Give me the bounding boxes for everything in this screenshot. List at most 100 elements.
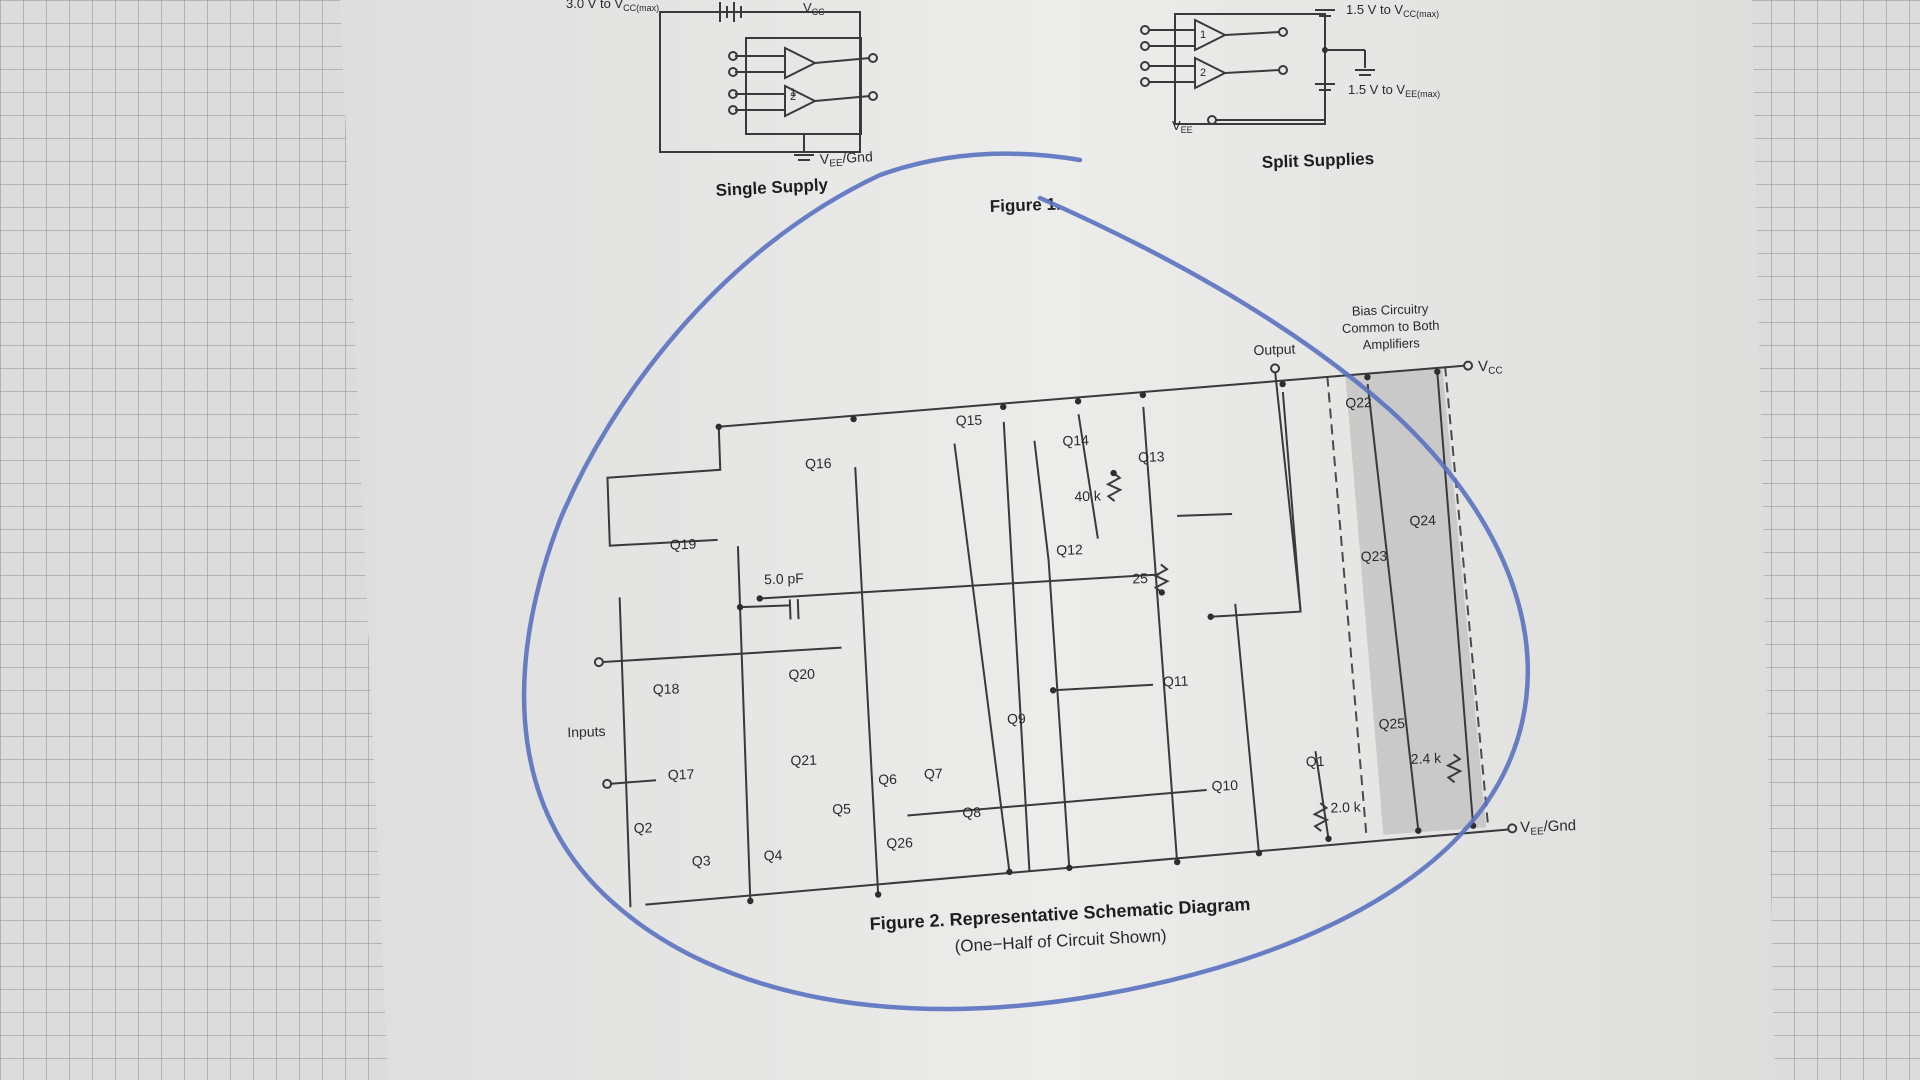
label-q25: Q25 bbox=[1378, 715, 1405, 732]
junction-dot bbox=[1110, 469, 1117, 477]
resistor-2-4k bbox=[1445, 753, 1463, 784]
fig2-vee-label-suffix: /Gnd bbox=[1543, 817, 1576, 835]
inputs-label: Inputs bbox=[567, 723, 606, 740]
figure1-single-supply: 3.0 V to VCC(max) VCC 1 2 VEE/Gnd Single… bbox=[566, 0, 878, 200]
hand-drawn-circle bbox=[521, 151, 1531, 1012]
junction-dot bbox=[1255, 850, 1263, 857]
label-q22: Q22 bbox=[1345, 394, 1372, 411]
label-q17: Q17 bbox=[668, 766, 695, 783]
vee-terminal bbox=[1507, 823, 1518, 834]
junction-dot bbox=[1158, 589, 1165, 596]
bias-label-line1: Bias Circuitry bbox=[1352, 301, 1430, 319]
svg-text:1.5 V to VEE(max): 1.5 V to VEE(max) bbox=[1348, 82, 1440, 99]
resistor-25 bbox=[1152, 563, 1170, 594]
cap-5pf-label: 5.0 pF bbox=[764, 570, 804, 587]
bias-dash-right bbox=[1444, 366, 1490, 828]
label-q24: Q24 bbox=[1409, 512, 1436, 529]
label-q11: Q11 bbox=[1163, 673, 1189, 690]
split-vcc-range: 1.5 V to V bbox=[1346, 2, 1403, 17]
res-2-4k-label: 2.4 k bbox=[1410, 750, 1442, 767]
split-supplies-caption: Split Supplies bbox=[1261, 149, 1374, 172]
label-q20: Q20 bbox=[788, 666, 815, 683]
junction-dot bbox=[1279, 380, 1286, 388]
junction-dot bbox=[850, 415, 857, 423]
junction-dot bbox=[1325, 835, 1332, 842]
junction-dot bbox=[1207, 613, 1214, 620]
single-vcc-range-sub: CC(max) bbox=[623, 3, 659, 13]
bias-region bbox=[1345, 366, 1487, 835]
label-q15: Q15 bbox=[955, 412, 982, 429]
split-vcc-range-sub: CC(max) bbox=[1403, 9, 1439, 19]
label-q7: Q7 bbox=[924, 765, 943, 782]
junction-dot bbox=[1174, 858, 1181, 866]
junction-dot bbox=[1000, 403, 1007, 411]
label-q12: Q12 bbox=[1056, 541, 1083, 558]
split-vee-label: V bbox=[1172, 118, 1181, 133]
bias-dash-left bbox=[1326, 376, 1368, 836]
figure1-split-supplies: 1.5 V to VCC(max) 1.5 V to VEE(max) VEE … bbox=[1140, 2, 1440, 172]
junction-dot bbox=[1066, 864, 1073, 872]
figure2-schematic: Q1 Q2 Q3 Q4 Q5 Q6 Q7 Q8 Q9 Q10 Q11 Q12 Q… bbox=[567, 301, 1577, 908]
junction-dot bbox=[1006, 868, 1013, 876]
label-q18: Q18 bbox=[653, 680, 680, 697]
svg-text:3.0 V to VCC(max): 3.0 V to VCC(max) bbox=[566, 0, 659, 13]
label-q14: Q14 bbox=[1062, 432, 1089, 449]
resistor-2k bbox=[1312, 802, 1330, 832]
svg-text:VEE/Gnd: VEE/Gnd bbox=[1520, 817, 1577, 838]
amp-2-symbol bbox=[784, 84, 818, 118]
vcc-rail bbox=[718, 364, 1465, 428]
junction-dot bbox=[1139, 391, 1147, 399]
split-amp-2-symbol bbox=[1194, 56, 1228, 90]
bias-label-line2: Common to Both bbox=[1342, 318, 1440, 336]
label-q10: Q10 bbox=[1211, 777, 1238, 794]
single-vcc-range: 3.0 V to V bbox=[566, 0, 623, 11]
svg-text:VEE/Gnd: VEE/Gnd bbox=[819, 148, 873, 170]
label-q13: Q13 bbox=[1138, 448, 1165, 465]
junction-dot bbox=[874, 891, 882, 898]
output-label: Output bbox=[1253, 341, 1296, 358]
figure1-caption: Figure 1. bbox=[989, 195, 1060, 216]
svg-text:VCC: VCC bbox=[1478, 357, 1503, 377]
split-vee-label-sub: EE bbox=[1181, 125, 1193, 135]
fig2-vcc-label: V bbox=[1478, 358, 1489, 375]
label-q1: Q1 bbox=[1306, 753, 1325, 770]
junction-dot bbox=[756, 595, 763, 602]
bias-label-line3: Amplifiers bbox=[1362, 335, 1420, 352]
svg-text:VCC: VCC bbox=[803, 0, 825, 17]
split-amp2-label: 2 bbox=[1200, 67, 1206, 79]
fig2-vcc-label-sub: CC bbox=[1488, 365, 1503, 376]
label-q19: Q19 bbox=[670, 536, 697, 553]
res-2k-label: 2.0 k bbox=[1330, 799, 1362, 816]
label-q21: Q21 bbox=[790, 752, 817, 769]
label-q16: Q16 bbox=[805, 455, 832, 472]
bias-label: Bias Circuitry Common to Both Amplifiers bbox=[1342, 301, 1440, 352]
junction-dot bbox=[1049, 687, 1057, 694]
resistor-40k bbox=[1105, 472, 1123, 502]
single-vee-label: V bbox=[819, 150, 830, 167]
single-vcc-label-sub: CC bbox=[812, 7, 825, 17]
fig2-vee-label-sub: EE bbox=[1530, 826, 1544, 837]
label-q3: Q3 bbox=[692, 852, 711, 869]
label-q2: Q2 bbox=[633, 819, 652, 836]
split-amp-1-symbol bbox=[1194, 18, 1228, 52]
split-vee-range-sub: EE(max) bbox=[1405, 89, 1440, 99]
single-vee-label-suffix: /Gnd bbox=[842, 148, 873, 166]
junction-dots bbox=[715, 368, 1477, 905]
fig2-vee-label: V bbox=[1520, 819, 1531, 836]
single-amp1-label: 1 bbox=[790, 87, 796, 99]
label-q4: Q4 bbox=[763, 847, 782, 864]
split-vee-range: 1.5 V to V bbox=[1348, 82, 1405, 97]
label-q5: Q5 bbox=[832, 800, 851, 817]
single-vee-label-sub: EE bbox=[829, 158, 843, 170]
single-amp2-label: 2 bbox=[790, 91, 796, 103]
vcc-terminal bbox=[1463, 360, 1474, 371]
label-q6: Q6 bbox=[878, 771, 897, 788]
junction-dot bbox=[715, 423, 722, 431]
junction-dot bbox=[1364, 373, 1371, 381]
junction-dot bbox=[1434, 368, 1441, 375]
label-q23: Q23 bbox=[1360, 548, 1387, 565]
transistor-labels: Q1 Q2 Q3 Q4 Q5 Q6 Q7 Q8 Q9 Q10 Q11 Q12 Q… bbox=[633, 394, 1436, 869]
label-q26: Q26 bbox=[886, 834, 913, 851]
